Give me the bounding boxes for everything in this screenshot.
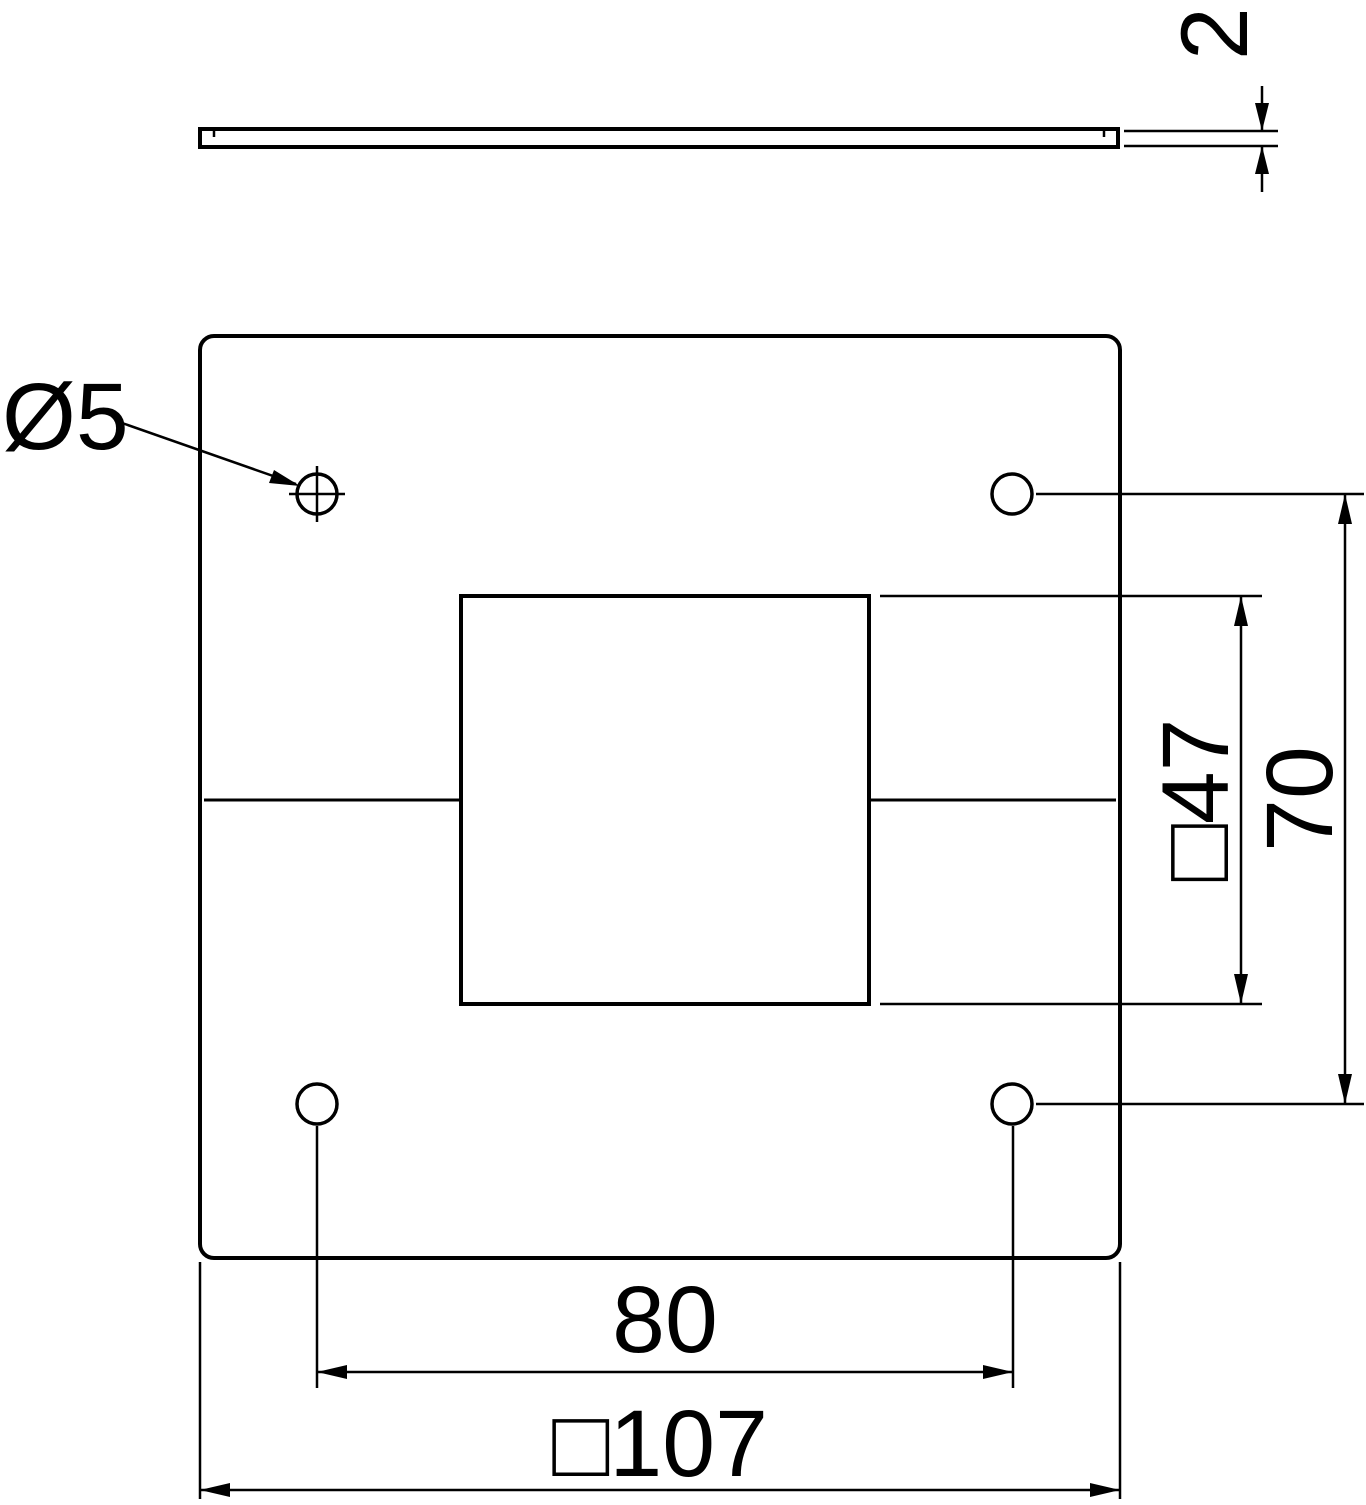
cutout-size-label: □47 bbox=[1143, 718, 1249, 881]
mounting-hole-top-right bbox=[990, 472, 1034, 516]
arrowhead-icon bbox=[983, 1365, 1013, 1379]
leader-line bbox=[121, 421, 297, 486]
arrowhead-icon bbox=[1255, 146, 1269, 174]
side-view bbox=[198, 127, 1120, 149]
arrowhead-icon bbox=[1338, 494, 1352, 524]
hole-pitch-vertical-label: 70 bbox=[1247, 746, 1353, 852]
mounting-hole-bottom-left bbox=[295, 1082, 339, 1126]
hole-pitch-horizontal-label: 80 bbox=[612, 1267, 718, 1373]
front-view bbox=[198, 334, 1122, 1260]
mounting-hole-bottom-right bbox=[990, 1082, 1034, 1126]
arrowhead-icon bbox=[1234, 596, 1248, 626]
arrowhead-icon bbox=[269, 470, 300, 486]
thickness-dimension: 2 bbox=[1124, 7, 1278, 192]
hole-diameter-callout: Ø5 bbox=[2, 364, 300, 486]
arrowhead-icon bbox=[317, 1365, 347, 1379]
hole-diameter-label: Ø5 bbox=[2, 364, 129, 470]
arrowhead-icon bbox=[1338, 1074, 1352, 1104]
side-view-plate-outline bbox=[198, 127, 1120, 149]
plate-size-label: □107 bbox=[552, 1391, 768, 1497]
cutout-dimension: □47 bbox=[880, 594, 1262, 1006]
hole-pitch-vertical-dimension: 70 bbox=[1036, 492, 1364, 1106]
hole-pitch-horizontal-dimension: 80 bbox=[315, 1126, 1015, 1388]
arrowhead-icon bbox=[1090, 1483, 1120, 1497]
arrowhead-icon bbox=[1234, 974, 1248, 1004]
plate-size-dimension: □107 bbox=[198, 1262, 1122, 1499]
arrowhead-icon bbox=[200, 1483, 230, 1497]
arrowhead-icon bbox=[1255, 103, 1269, 131]
square-cutout bbox=[459, 594, 871, 1006]
thickness-label: 2 bbox=[1162, 7, 1268, 60]
